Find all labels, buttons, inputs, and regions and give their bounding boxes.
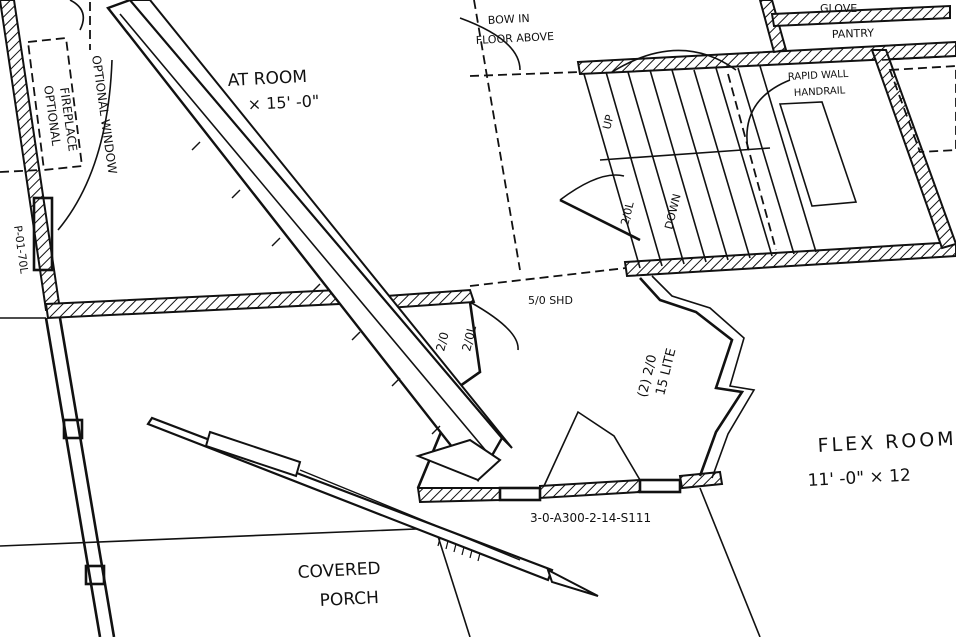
pantry-shelf-wall [770,4,951,28]
handrail-note-2: HANDRAIL [794,85,846,99]
scale-ruler-icon [106,0,513,483]
pantry-outline [881,55,956,153]
flex-room-dimension: 11' -0" × 12 [807,466,911,491]
header-label: 5/0 SHD [528,294,573,307]
stair-south-wall [623,240,956,278]
window-code-bottom: 3-0-A300-2-14-S111 [530,511,651,525]
walls [0,0,956,504]
window-bottom-2 [638,478,682,494]
dashed-beams [0,0,627,287]
door-small-label: 2/0L [618,200,637,227]
bow-note-line-1: BOW IN [487,12,529,27]
porch-column-2 [84,564,106,586]
covered-porch-label-2: PORCH [319,588,379,611]
great-room-dimension: × 15' -0" [247,91,320,114]
vestibule-bottom-wall [416,487,501,504]
window-code-left: P-01-70L [11,225,31,276]
glove-label: GLOVE [820,2,857,15]
porch-wall: P-01-70L [11,196,116,637]
vestibule-left-wall [384,288,476,310]
annotation-leaders [57,0,791,231]
window-left [32,196,54,272]
flex-room-label: FLEX ROOM [817,428,956,457]
covered-porch-label-1: COVERED [297,559,381,583]
closet-door-label: 2/0 [433,331,451,353]
vestibule-bottom-wall-3 [678,470,724,490]
entry-door-label: 2/0L [459,324,479,353]
stair-east-wall [870,49,956,250]
porch-outline [0,317,761,637]
optional-window-label: OPTIONAL WINDOW [89,54,120,175]
stairs-up-label: UP [600,113,616,131]
handrail-note-1: RAPID WALL [788,69,849,83]
bow-note-line-2: FLOOR ABOVE [475,30,554,47]
window-bottom-1 [498,486,542,502]
stair-north-wall [576,40,956,76]
great-room-label: AT ROOM [227,67,307,91]
mechanical-pencil-icon [146,416,599,597]
vestibule-bottom-wall-2 [539,478,641,500]
porch-column-1 [62,418,84,440]
sidelite-label-2: 15 LITE [653,347,679,397]
pantry-label: PANTRY [832,27,875,41]
stair-treads [583,65,858,269]
entry-bay [416,174,756,502]
